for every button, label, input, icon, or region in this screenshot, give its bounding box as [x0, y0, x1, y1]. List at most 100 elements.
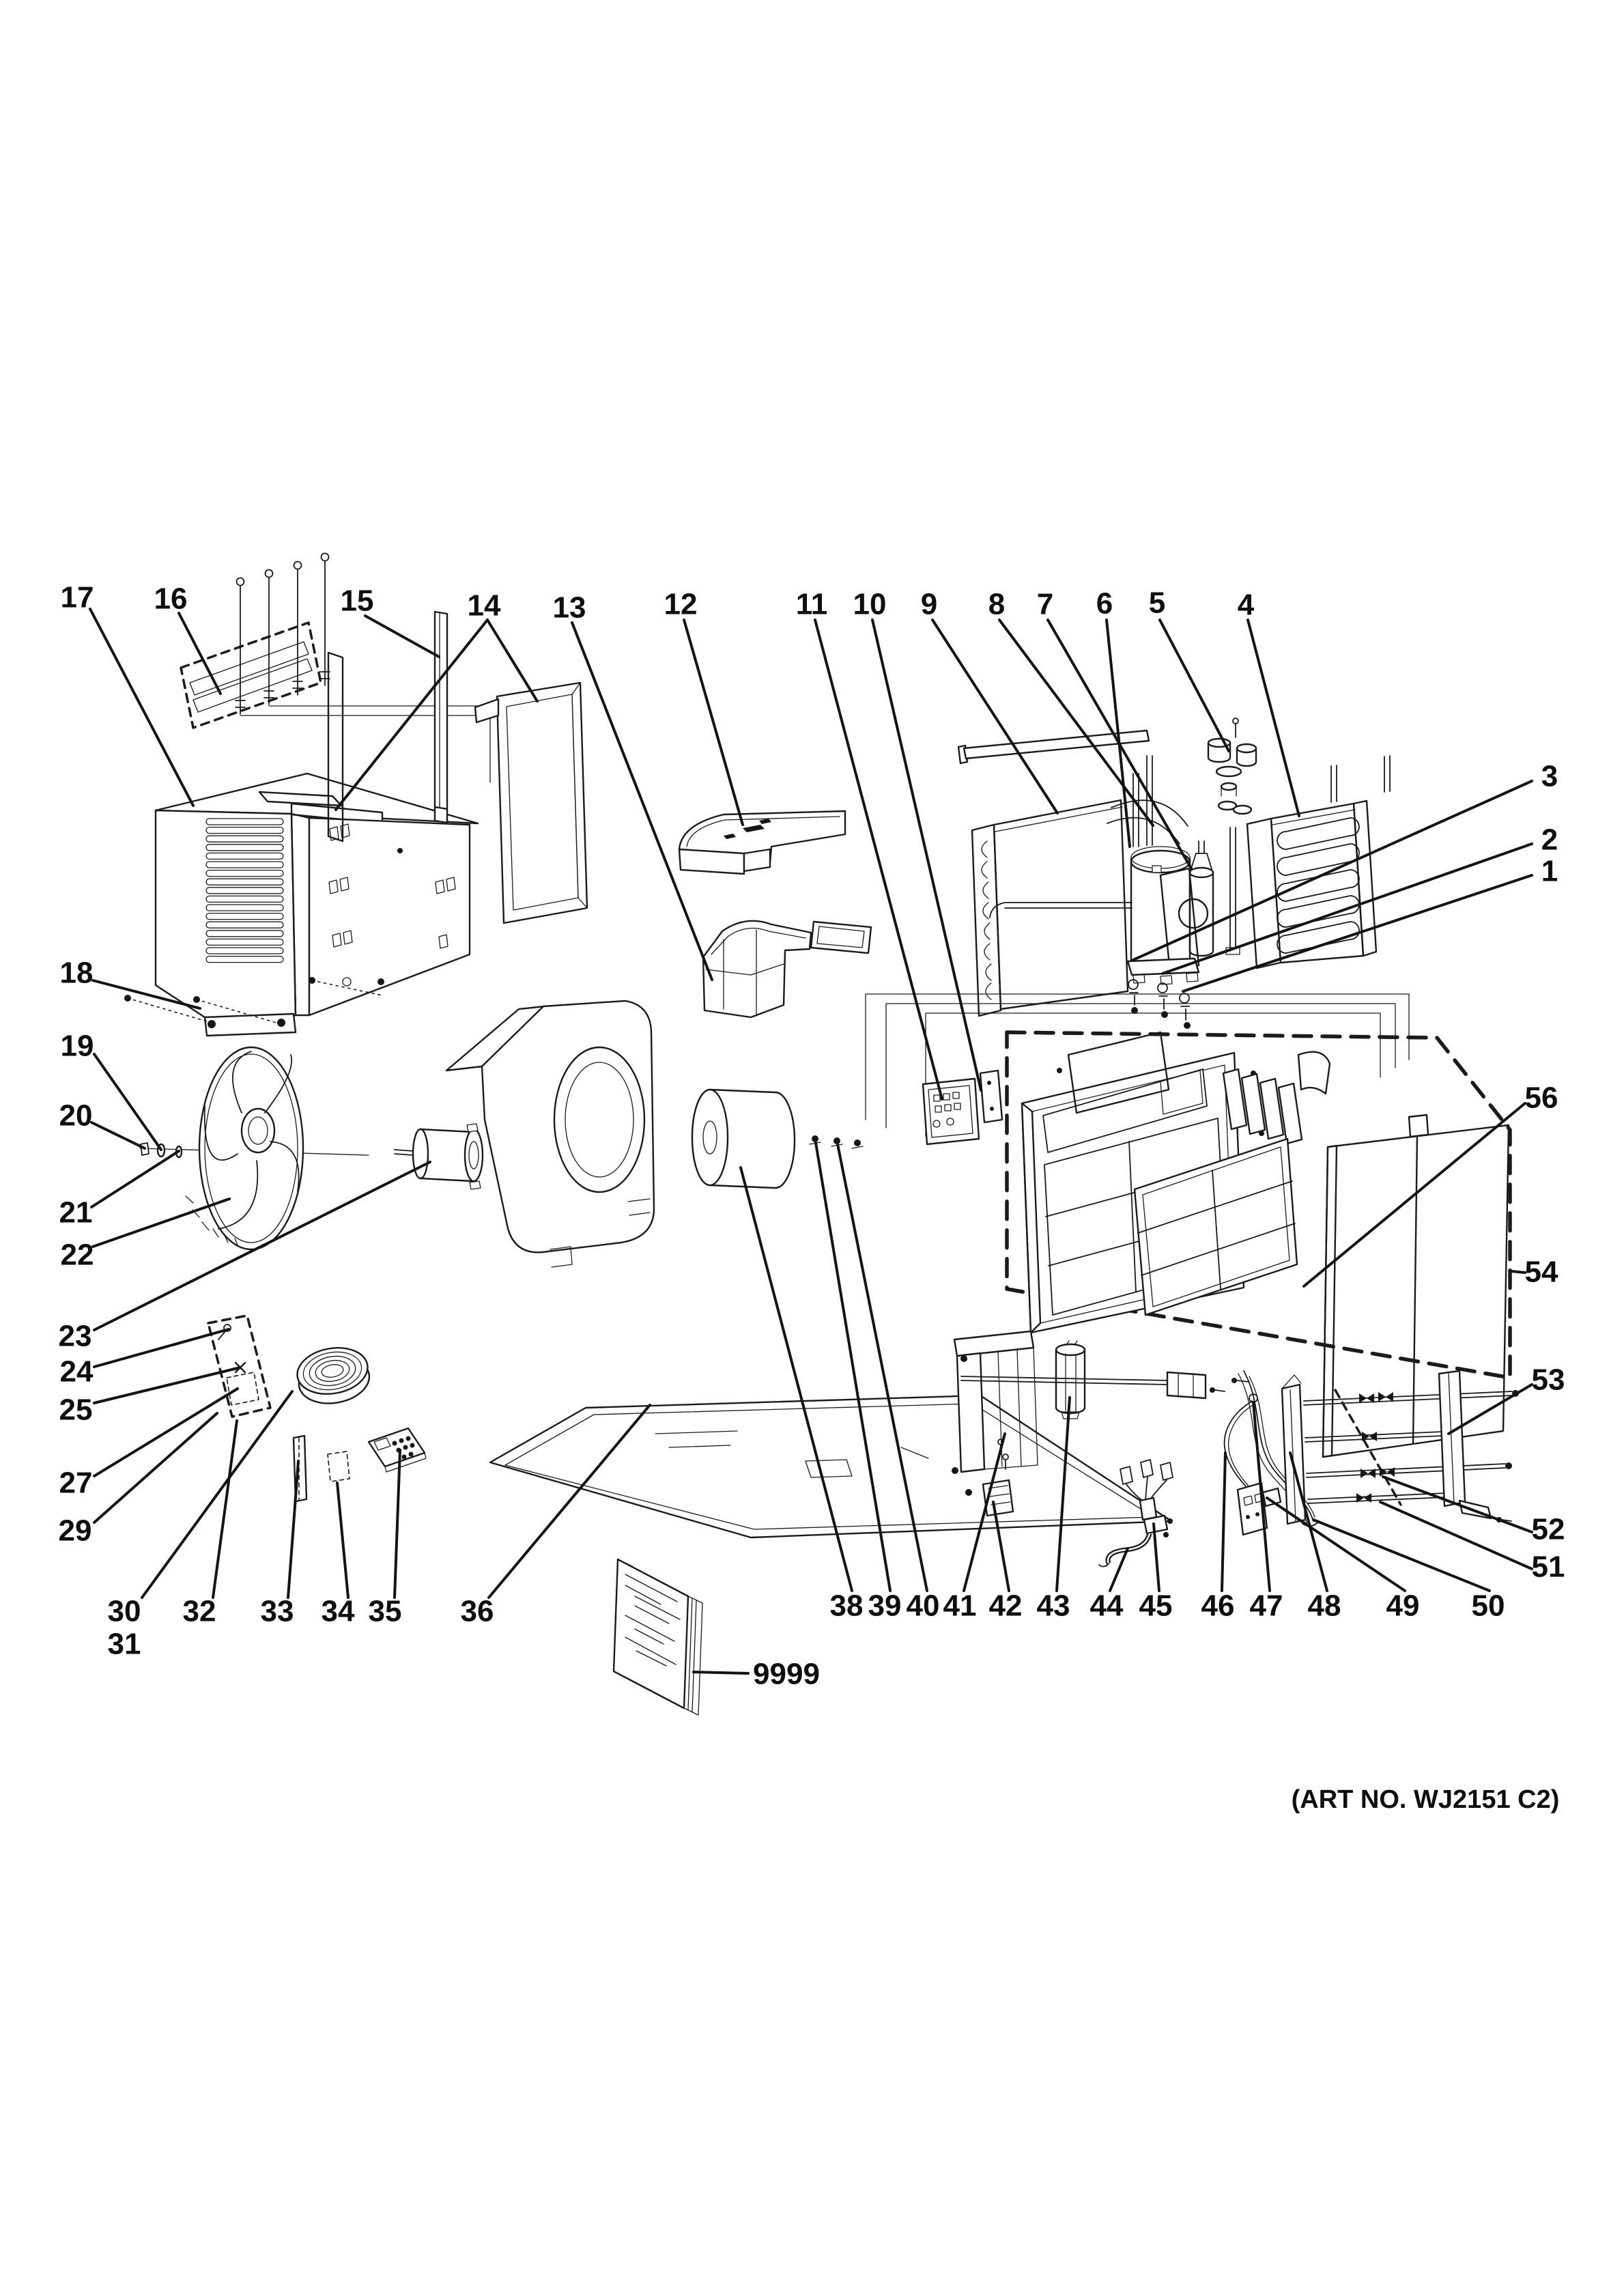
fan-and-motor: [139, 1046, 533, 1251]
callout-13: 13: [553, 591, 586, 625]
callout-1: 1: [1541, 855, 1558, 888]
art-number: (ART NO. WJ2151 C2): [1292, 1785, 1560, 1814]
callout-54: 54: [1525, 1256, 1558, 1289]
leader-line-52: [1382, 1475, 1533, 1533]
leader-line-41: [963, 1432, 1006, 1592]
vent-grille: [1057, 1031, 1170, 1114]
mount-channel: [952, 1330, 1038, 1496]
condenser-coil-right: [1246, 755, 1391, 969]
leader-line-48: [1289, 1451, 1328, 1592]
remote-control: [367, 1427, 427, 1473]
callout-49: 49: [1386, 1589, 1420, 1623]
callout-42: 42: [989, 1589, 1023, 1623]
callout-46: 46: [1201, 1589, 1235, 1623]
callout-39: 39: [868, 1589, 902, 1623]
callout-7: 7: [1037, 588, 1053, 621]
leader-line-20: [90, 1121, 146, 1150]
callout-4: 4: [1238, 589, 1255, 622]
callout-40: 40: [907, 1589, 940, 1623]
leader-line-1: [1182, 874, 1533, 993]
callout-25: 25: [59, 1393, 93, 1427]
callout-14: 14: [468, 589, 501, 623]
leader-line-38: [739, 1166, 853, 1592]
leader-line-9: [931, 619, 1059, 814]
callout-27: 27: [59, 1466, 93, 1500]
leader-line-15: [364, 614, 440, 658]
callout-43: 43: [1037, 1589, 1070, 1623]
air-filter: [1133, 1137, 1298, 1316]
callout-41: 41: [943, 1589, 977, 1623]
callout-18: 18: [60, 956, 94, 990]
leader-line-13: [571, 621, 713, 981]
blower-wheel: [691, 1088, 864, 1189]
callout-38: 38: [830, 1589, 864, 1623]
leader-line-12: [683, 619, 744, 826]
callout-51: 51: [1532, 1550, 1565, 1584]
leader-line-39: [814, 1137, 892, 1592]
leader-line-40: [836, 1139, 928, 1592]
callout-36: 36: [461, 1595, 494, 1628]
callout-6: 6: [1096, 587, 1113, 621]
leader-line-44: [1109, 1547, 1129, 1592]
leader-line-4: [1247, 619, 1300, 817]
seal-strip-14: [327, 651, 344, 842]
support-rod: [960, 1371, 1250, 1400]
callout-30: 30: [108, 1595, 141, 1628]
callout-21: 21: [59, 1196, 93, 1230]
callout-10: 10: [853, 588, 887, 621]
support-bar-15: [433, 610, 448, 824]
leader-line-50: [1312, 1518, 1491, 1592]
callout-48: 48: [1308, 1589, 1341, 1623]
condenser-assembly: [957, 729, 1240, 1017]
callout-2: 2: [1541, 823, 1558, 857]
callout-44: 44: [1090, 1589, 1124, 1623]
leader-line-29: [93, 1412, 218, 1524]
dashed-enclosure: [1005, 1030, 1512, 1380]
leader-line-2: [1161, 842, 1533, 975]
leader-line-10: [871, 619, 982, 1092]
side-curtain-assembly: [1238, 1370, 1519, 1527]
callout-50: 50: [1472, 1589, 1505, 1623]
callout-22: 22: [61, 1238, 94, 1272]
frame-14: [474, 681, 588, 924]
callout-35: 35: [369, 1595, 402, 1628]
leader-line-17: [89, 608, 195, 807]
gasket-roll: [296, 1347, 371, 1404]
leader-line-25: [93, 1366, 242, 1404]
callout-23: 23: [59, 1320, 92, 1353]
leader-line-24: [93, 1328, 230, 1368]
callout-9: 9: [921, 588, 937, 621]
leader-line-45: [1152, 1522, 1160, 1592]
callout-17: 17: [61, 581, 94, 614]
callout-15: 15: [341, 584, 374, 618]
leader-line-42: [992, 1501, 1010, 1592]
cabinet-louvers: [205, 818, 284, 963]
leader-line-3: [1132, 780, 1533, 961]
owners-manual: [612, 1558, 703, 1716]
leader-line-32: [212, 1419, 238, 1599]
callout-12: 12: [664, 588, 698, 621]
leader-line-14: [334, 619, 489, 811]
callout-5: 5: [1149, 586, 1165, 620]
callout-16: 16: [154, 582, 188, 616]
leader-line-9999: [692, 1671, 750, 1675]
callout-8: 8: [988, 588, 1005, 621]
callout-31: 31: [108, 1628, 141, 1661]
leader-line-23: [93, 1161, 431, 1331]
leader-line-43: [1055, 1396, 1071, 1592]
callout-24: 24: [60, 1355, 94, 1389]
ground-wire-and-plate: [1223, 1393, 1282, 1536]
callout-3: 3: [1541, 760, 1558, 793]
louver-vanes: [1222, 1051, 1331, 1145]
leader-line-16: [177, 612, 222, 695]
callout-19: 19: [61, 1030, 94, 1063]
callout-47: 47: [1250, 1589, 1283, 1623]
leader-lines: [89, 608, 1533, 1675]
callout-11: 11: [796, 588, 828, 621]
wing-nuts: [1356, 1392, 1395, 1503]
leader-line-22: [91, 1197, 231, 1248]
leader-line-27: [93, 1387, 239, 1477]
